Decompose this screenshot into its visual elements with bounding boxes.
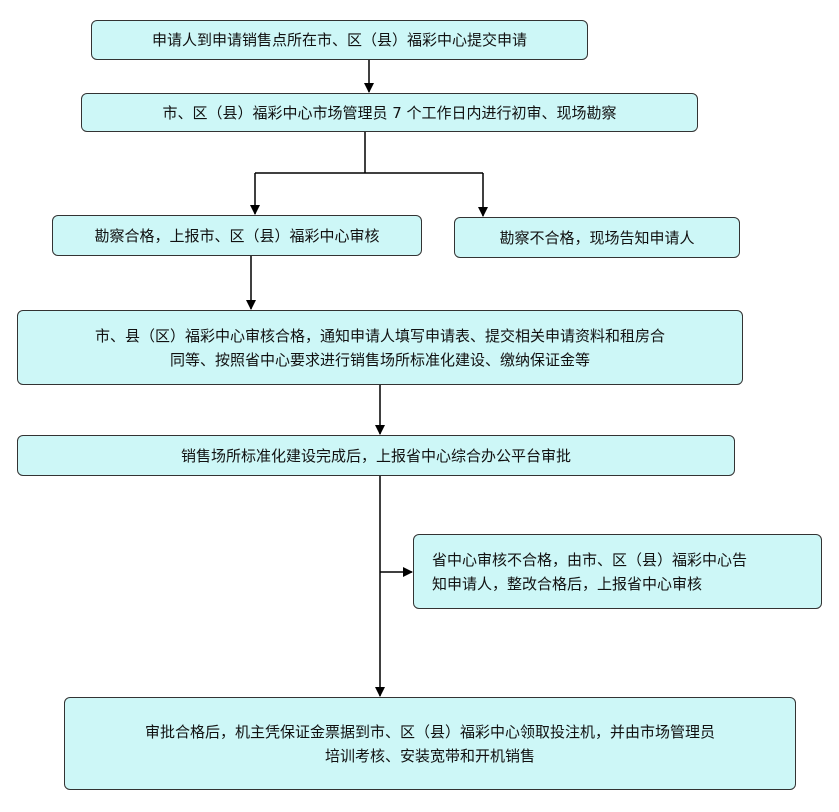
step-initial-review: 市、区（县）福彩中心市场管理员 7 个工作日内进行初审、现场勘察: [81, 93, 698, 132]
step-text-line: 市、区（县）福彩中心市场管理员 7 个工作日内进行初审、现场勘察: [162, 103, 617, 122]
step-text-line: 市、县（区）福彩中心审核合格，通知申请人填写申请表、提交相关申请资料和租房合: [94, 326, 665, 345]
step-final-approval: 审批合格后，机主凭保证金票据到市、区（县）福彩中心领取投注机，并由市场管理员 培…: [64, 697, 796, 790]
step-text-line: 勘察不合格，现场告知申请人: [499, 228, 695, 247]
step-text-line: 审批合格后，机主凭保证金票据到市、区（县）福彩中心领取投注机，并由市场管理员: [144, 722, 715, 741]
step-center-approval: 市、县（区）福彩中心审核合格，通知申请人填写申请表、提交相关申请资料和租房合 同…: [17, 310, 743, 385]
step-text-line: 同等、按照省中心要求进行销售场所标准化建设、缴纳保证金等: [169, 350, 590, 369]
step-inspection-passed: 勘察合格，上报市、区（县）福彩中心审核: [52, 215, 422, 256]
step-text-line: 省中心审核不合格，由市、区（县）福彩中心告: [432, 550, 748, 569]
step-text-line: 培训考核、安装宽带和开机销售: [324, 746, 535, 765]
step-submit-application: 申请人到申请销售点所在市、区（县）福彩中心提交申请: [91, 20, 588, 60]
step-standardization-complete: 销售场所标准化建设完成后，上报省中心综合办公平台审批: [17, 435, 735, 476]
step-provincial-rejected: 省中心审核不合格，由市、区（县）福彩中心告 知申请人，整改合格后，上报省中心审核: [413, 534, 822, 609]
step-text-line: 申请人到申请销售点所在市、区（县）福彩中心提交申请: [151, 31, 527, 49]
step-text-line: 知申请人，整改合格后，上报省中心审核: [432, 574, 703, 593]
step-text-line: 勘察合格，上报市、区（县）福彩中心审核: [94, 226, 380, 245]
step-inspection-failed: 勘察不合格，现场告知申请人: [454, 217, 740, 258]
step-text-line: 销售场所标准化建设完成后，上报省中心综合办公平台审批: [180, 446, 571, 465]
